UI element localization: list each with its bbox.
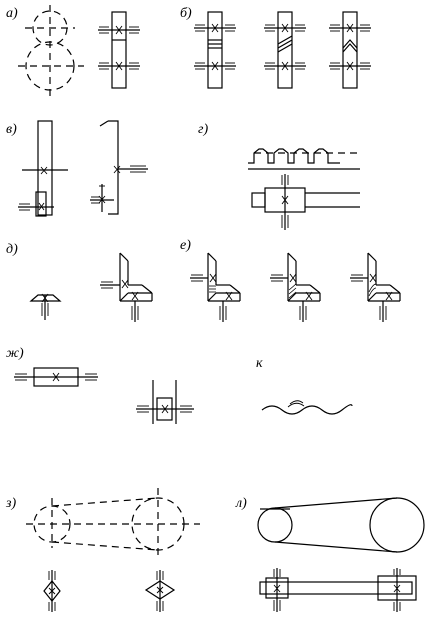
chain-sprocket-small xyxy=(43,570,61,612)
spur-gear-helical-teeth xyxy=(264,11,306,89)
bevel-gear-spiral xyxy=(350,252,401,322)
worm-wheel-end xyxy=(136,380,194,424)
label-b: б) xyxy=(180,6,192,21)
label-d: д) xyxy=(6,242,18,257)
internal-gear-pair xyxy=(18,120,68,217)
wavy-line-symbol xyxy=(261,400,353,415)
label-a: а) xyxy=(6,6,18,21)
label-z: з) xyxy=(6,496,17,511)
label-l: л) xyxy=(236,496,247,511)
label-k: к xyxy=(256,356,263,371)
worm-gear-side xyxy=(14,367,98,387)
bevel-gear-straight xyxy=(190,252,241,322)
bevel-gear-single xyxy=(29,293,62,320)
bevel-gear-helical xyxy=(270,252,321,322)
internal-gear-ring xyxy=(90,120,148,215)
bevel-gear-pair xyxy=(100,252,153,322)
chain-drive-front xyxy=(26,488,200,560)
label-zh: ж) xyxy=(6,346,24,361)
label-e: е) xyxy=(180,238,191,253)
spur-gear-pair-side xyxy=(98,11,140,89)
belt-drive-front xyxy=(257,497,425,553)
belt-drive-side xyxy=(259,568,417,612)
spur-gear-pair-front xyxy=(18,5,84,96)
label-v: в) xyxy=(6,122,17,137)
rack-and-pinion xyxy=(248,148,360,230)
chain-sprocket-large xyxy=(144,570,176,612)
spur-gear-straight-teeth xyxy=(194,11,236,89)
label-g: г) xyxy=(198,122,209,137)
spur-gear-herringbone-teeth xyxy=(329,11,371,89)
